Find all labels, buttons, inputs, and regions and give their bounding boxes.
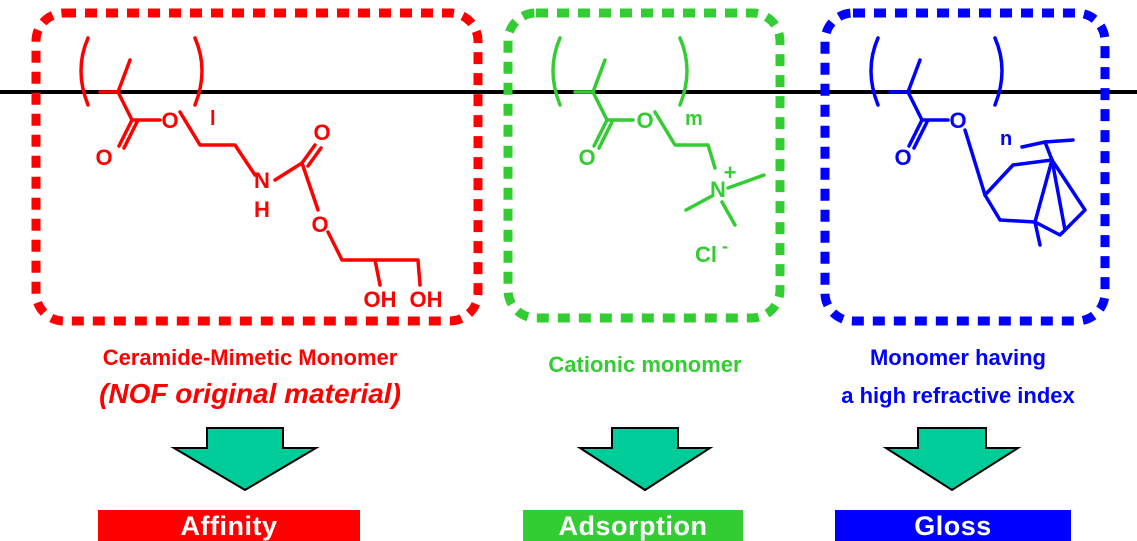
svg-text:O: O: [578, 145, 595, 170]
cationic-arrow: [576, 427, 714, 492]
svg-text:OH: OH: [410, 287, 443, 312]
ceramide-caption-line1: Ceramide-Mimetic Monomer: [103, 345, 398, 370]
refractive-structure: [869, 36, 1087, 247]
ceramide-atoms: O O l N H O O OH OH: [95, 108, 442, 312]
refractive-caption-line1: Monomer having: [870, 345, 1046, 370]
refractive-atoms: O O n: [894, 108, 1012, 170]
svg-text:O: O: [311, 212, 328, 237]
cationic-structure: [551, 36, 766, 227]
svg-text:Cl: Cl: [695, 242, 717, 267]
cationic-atoms: O O m N + Cl -: [578, 108, 736, 267]
svg-text:m: m: [685, 108, 703, 130]
svg-text:+: +: [724, 160, 737, 185]
refractive-dotted-frame: [820, 8, 1110, 326]
svg-text:-: -: [722, 236, 728, 256]
svg-text:O: O: [313, 120, 330, 145]
affinity-label: Affinity: [181, 511, 278, 541]
svg-text:O: O: [949, 108, 966, 133]
svg-text:l: l: [210, 108, 216, 130]
refractive-caption-line2: a high refractive index: [841, 383, 1075, 408]
ceramide-structure: [79, 36, 422, 287]
gloss-label: Gloss: [914, 511, 992, 541]
svg-text:O: O: [95, 145, 112, 170]
svg-text:N: N: [254, 168, 270, 193]
svg-text:O: O: [636, 108, 653, 133]
affinity-box: [98, 510, 360, 541]
ceramide-arrow: [170, 427, 320, 492]
gloss-box: [835, 510, 1071, 541]
refractive-arrow: [882, 427, 1022, 492]
svg-text:H: H: [254, 197, 270, 222]
ceramide-caption-line2: (NOF original material): [99, 378, 401, 409]
cationic-caption: Cationic monomer: [548, 352, 742, 377]
refractive-monomer-group: O O n Monomer having a high refractive i…: [820, 8, 1110, 541]
adsorption-box: [523, 510, 743, 541]
cationic-dotted-frame: [503, 8, 785, 323]
adsorption-label: Adsorption: [559, 511, 708, 541]
svg-text:O: O: [894, 145, 911, 170]
svg-text:n: n: [1000, 128, 1012, 150]
ceramide-dotted-frame: [31, 8, 483, 326]
svg-text:OH: OH: [364, 287, 397, 312]
svg-text:N: N: [710, 177, 726, 202]
ceramide-monomer-group: O O l N H O O OH OH Ceramide-Mimetic Mon…: [31, 8, 483, 541]
svg-text:O: O: [161, 108, 178, 133]
cationic-monomer-group: O O m N + Cl - Cationic monomer Adsorpti…: [503, 8, 785, 541]
